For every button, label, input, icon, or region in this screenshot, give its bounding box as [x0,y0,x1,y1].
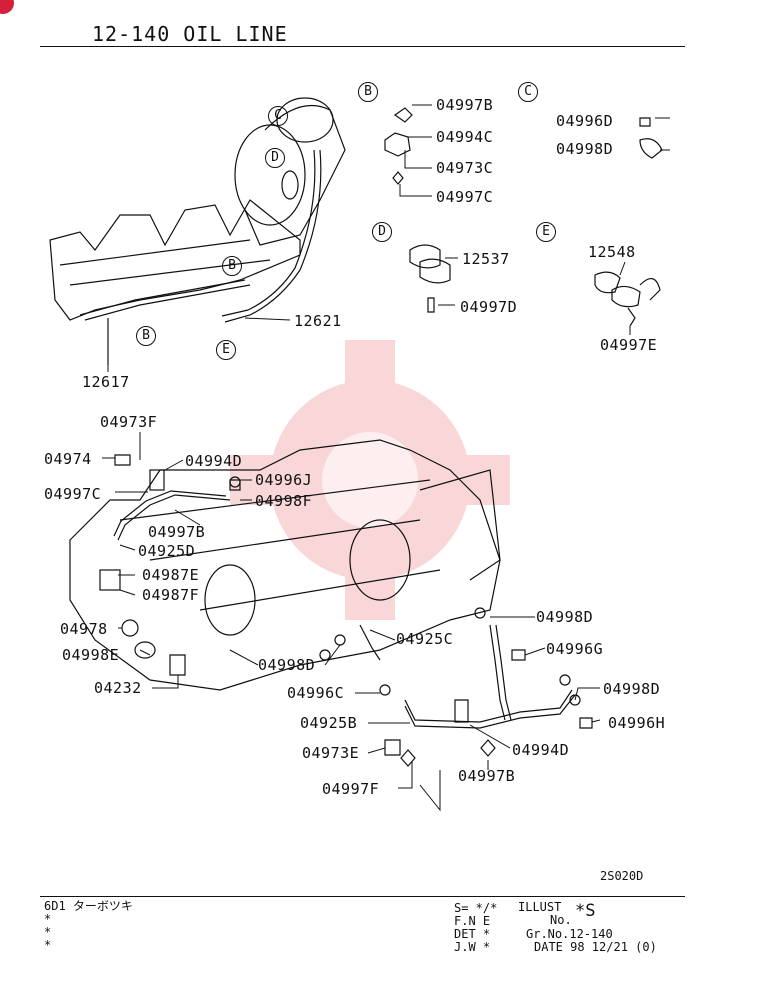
part-label: 12617 [82,373,130,391]
part-label: 04997B [436,96,494,114]
callout-c-detail: C [518,82,538,102]
part-label: 04996C [287,684,345,702]
drawing-date: DATE 98 12/21 (0) [534,940,657,954]
part-label: 04997F [322,780,380,798]
part-label: 04974 [44,450,92,468]
callout-e-detail: E [536,222,556,242]
callout-d-detail: D [372,222,392,242]
exhaust-manifold [49,199,301,321]
det-line: DET * [454,927,491,941]
part-label: 12537 [462,250,510,268]
illust-label: ILLUST [518,900,562,914]
no-label: No. [550,913,572,927]
part-label: 12621 [294,312,342,330]
part-label: 04998D [556,140,614,158]
part-label: 04997C [44,485,102,503]
part-label: 04996D [556,112,614,130]
part-label: 04996G [546,640,604,658]
part-label: 04998D [258,656,316,674]
part-label: 12548 [588,243,636,261]
oil-line-12621 [224,149,322,323]
oil-line-12617 [84,284,251,321]
part-label: 04998F [255,492,313,510]
part-label: 04994C [436,128,494,146]
part-label: 04925B [300,714,358,732]
group-number: Gr.No.12-140 [526,927,613,941]
page-title: 12-140 OIL LINE [92,22,288,46]
jw-line: J.W * [454,940,491,954]
callout-e-ref: E [216,340,236,360]
callout-c-ref: C [268,106,288,126]
part-label: 04978 [60,620,108,638]
part-label: 04987E [142,566,200,584]
part-label: 04998D [536,608,594,626]
oil-line-04925B [404,689,573,723]
engine-block [69,439,501,691]
part-label: 04998E [62,646,120,664]
corner-badge [0,0,14,14]
part-label: 04997E [600,336,658,354]
part-label: 04973F [100,413,158,431]
model-line: 6D1 ターボツキ [44,899,133,913]
fne-line: F.N E [454,914,491,928]
callout-b-detail: B [358,82,378,102]
s-line: S= */* [454,901,498,915]
drawing-code: 2S020D [600,869,644,883]
footer-rule [40,896,685,897]
callout-d-ref: D [265,148,285,168]
part-label: 04973C [436,159,494,177]
callout-b-ref2: B [136,326,156,346]
star-line: * [44,938,52,952]
title-rule [40,46,685,47]
part-label: 04925D [138,542,196,560]
part-label: 04998D [603,680,661,698]
part-label: 04994D [512,741,570,759]
star-line: * [44,912,52,926]
part-label: 04973E [302,744,360,762]
part-label: 04996J [255,471,313,489]
part-label: 04232 [94,679,142,697]
illust-number: *S [575,901,596,921]
part-label: 04997C [436,188,494,206]
oil-line-04925C [359,624,381,661]
part-label: 04997B [148,523,206,541]
part-label: 04925C [396,630,454,648]
part-label: 04997D [460,298,518,316]
part-label: 04994D [185,452,243,470]
callout-b-ref1: B [222,256,242,276]
oil-line-04925D [117,494,231,541]
part-label: 04997B [458,767,516,785]
part-label: 04996H [608,714,666,732]
part-label: 04987F [142,586,200,604]
star-line: * [44,925,52,939]
